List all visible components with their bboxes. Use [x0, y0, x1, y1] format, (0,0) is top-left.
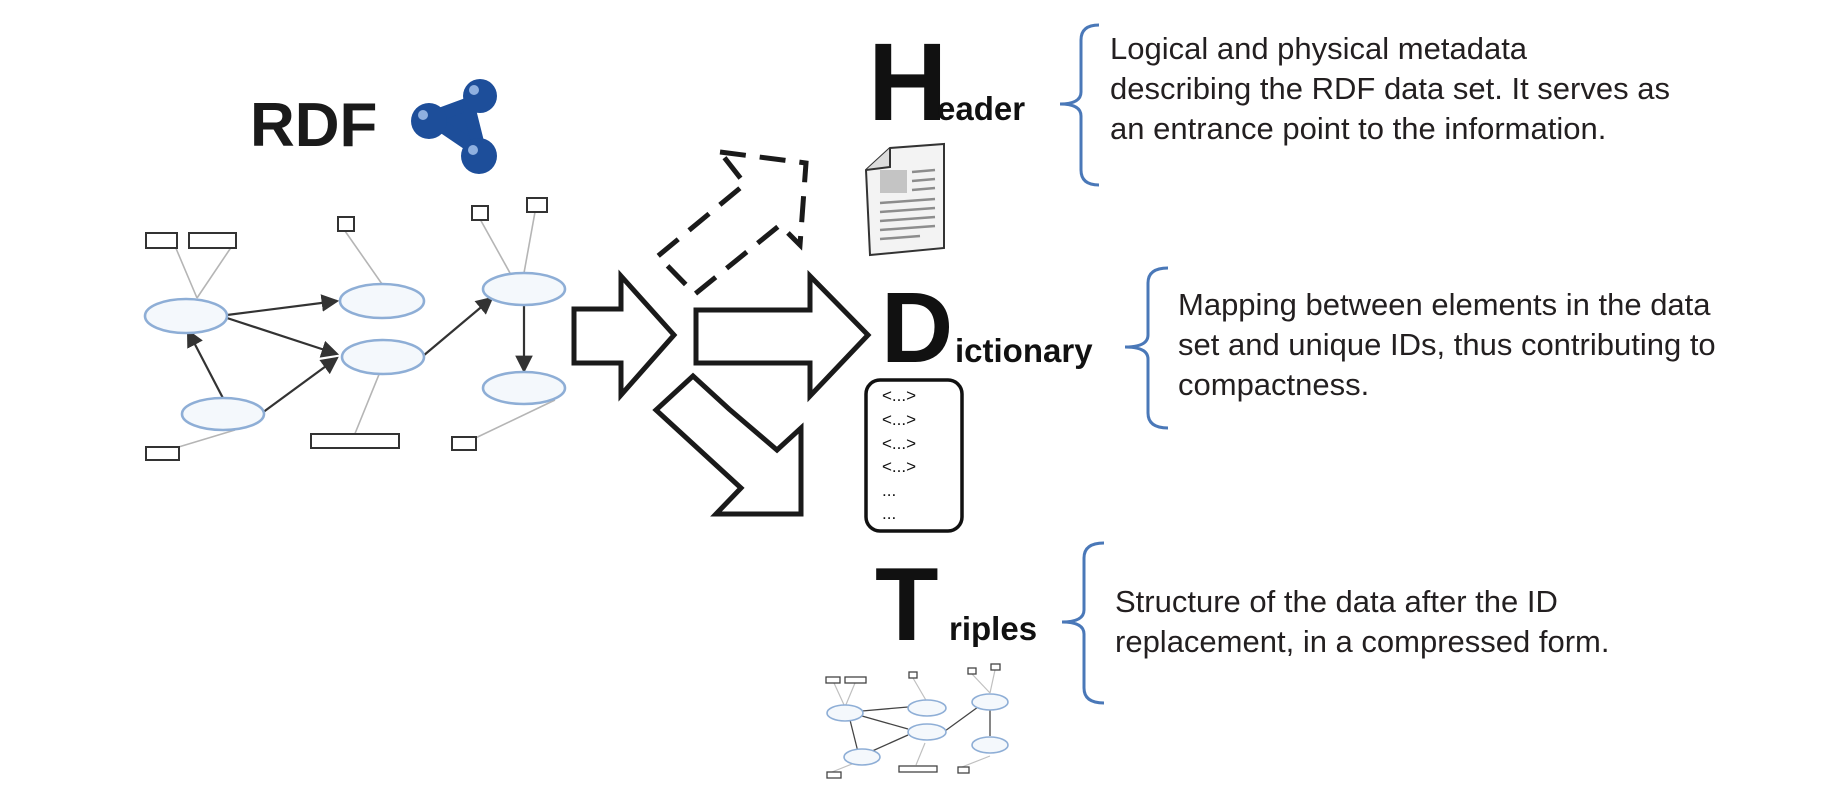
- triples-rest: riples: [949, 610, 1037, 647]
- dictionary-description: Mapping between elements in the data set…: [1178, 287, 1716, 402]
- dictionary-entry: ...: [882, 481, 896, 500]
- arrow-to-triples: [652, 372, 804, 517]
- compressed-graph: [825, 663, 1009, 779]
- dictionary-rest: ictionary: [955, 332, 1093, 369]
- arrow-to-header-dashed: [654, 148, 809, 298]
- header-rest: eader: [937, 90, 1025, 127]
- dictionary-entry: <...>: [882, 410, 916, 429]
- dictionary-entry: <...>: [882, 434, 916, 453]
- arrow-into-process: [571, 269, 678, 402]
- dictionary-box: <...> <...> <...> <...> ... ...: [864, 378, 964, 533]
- dictionary-bracket: [1124, 266, 1169, 430]
- rdf-logo-icon: [411, 79, 497, 174]
- dictionary-entry: ...: [882, 504, 896, 523]
- header-initial: H: [868, 21, 947, 144]
- rdf-graph: [143, 197, 567, 461]
- rdf-label: RDF: [250, 91, 377, 160]
- triples-description: Structure of the data after the ID repla…: [1115, 584, 1610, 659]
- triples-initial: T: [875, 547, 939, 663]
- header-description: Logical and physical metadata describing…: [1110, 31, 1670, 146]
- block-arrows: [571, 148, 872, 517]
- dictionary-entry: <...>: [882, 386, 916, 405]
- dictionary-entry: <...>: [882, 457, 916, 476]
- header-bracket: [1059, 23, 1100, 187]
- triples-bracket: [1061, 541, 1105, 705]
- dictionary-initial: D: [881, 272, 953, 384]
- arrow-to-dictionary: [693, 269, 872, 403]
- document-icon: [864, 142, 945, 257]
